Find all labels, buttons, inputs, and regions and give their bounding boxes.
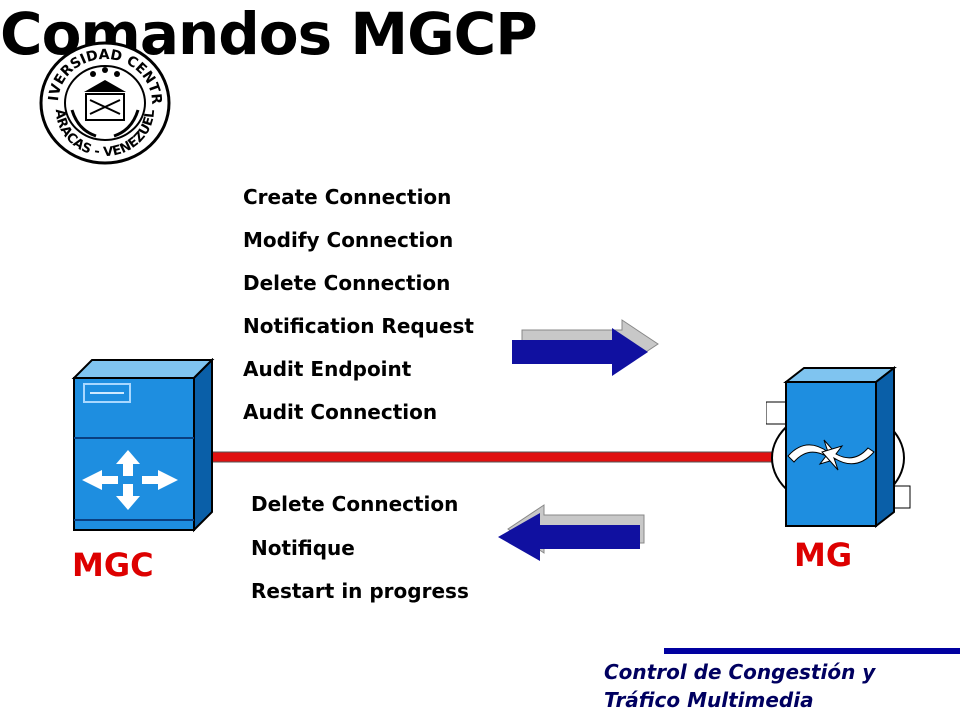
mg-label: MG	[794, 536, 853, 574]
footer-line-1: Control de Congestión y	[604, 660, 876, 684]
command-restart-in-progress: Restart in progress	[251, 579, 469, 603]
footer-line-2: Tráfico Multimedia	[604, 688, 814, 712]
command-modify-connection: Modify Connection	[243, 228, 454, 252]
command-notification-request: Notification Request	[243, 314, 474, 338]
command-delete-connection-incoming: Delete Connection	[251, 492, 459, 516]
mgc-switch-device	[71, 358, 215, 533]
command-create-connection: Create Connection	[243, 185, 452, 209]
mgc-label: MGC	[72, 546, 154, 584]
mg-gateway-device	[766, 366, 911, 529]
left-arrow-icon	[498, 504, 645, 561]
connection-line	[200, 451, 800, 463]
command-audit-endpoint: Audit Endpoint	[243, 357, 412, 381]
command-audit-connection: Audit Connection	[243, 400, 438, 424]
university-seal-logo: UNIVERSIDAD CENTRAL CARACAS - VENEZUELA	[38, 40, 171, 165]
right-arrow-icon	[512, 319, 659, 376]
command-notifique: Notifique	[251, 536, 355, 560]
command-delete-connection: Delete Connection	[243, 271, 451, 295]
footer-bar	[664, 648, 960, 654]
